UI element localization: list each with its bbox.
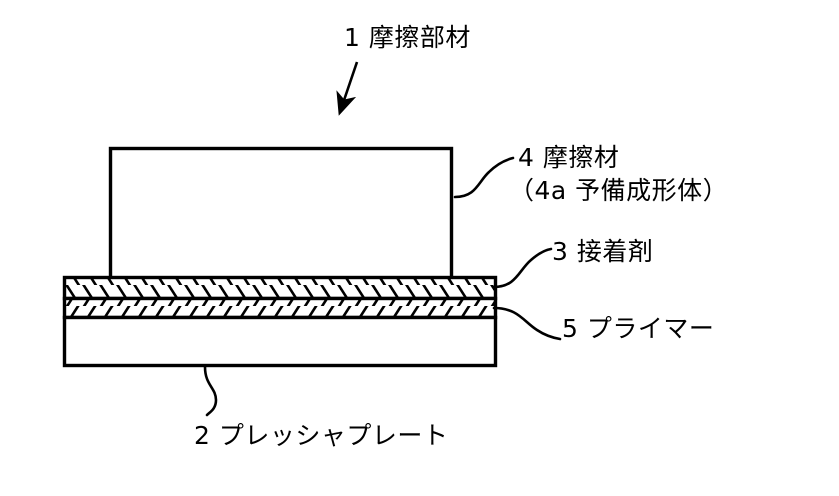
label-adhesive: 3 接着剤 xyxy=(552,237,654,266)
leader-line-2 xyxy=(203,365,218,417)
pressure-plate-body xyxy=(62,315,498,368)
label-assembly: 1 摩擦部材 xyxy=(344,23,471,52)
leader-line-1 xyxy=(336,61,359,116)
leader-line-4 xyxy=(453,156,515,199)
label-primer: 5 プライマー xyxy=(562,314,715,343)
primer-layer xyxy=(62,296,498,320)
leader-line-3 xyxy=(492,247,553,289)
leader-line-5 xyxy=(492,306,562,341)
adhesive-layer xyxy=(62,275,498,301)
label-friction-material-preform: （4a 予備成形体） xyxy=(509,176,729,205)
label-pressure-plate: 2 プレッシャプレート xyxy=(194,421,449,450)
friction-material-block xyxy=(108,146,454,281)
label-friction-material: 4 摩擦材 xyxy=(518,143,620,172)
